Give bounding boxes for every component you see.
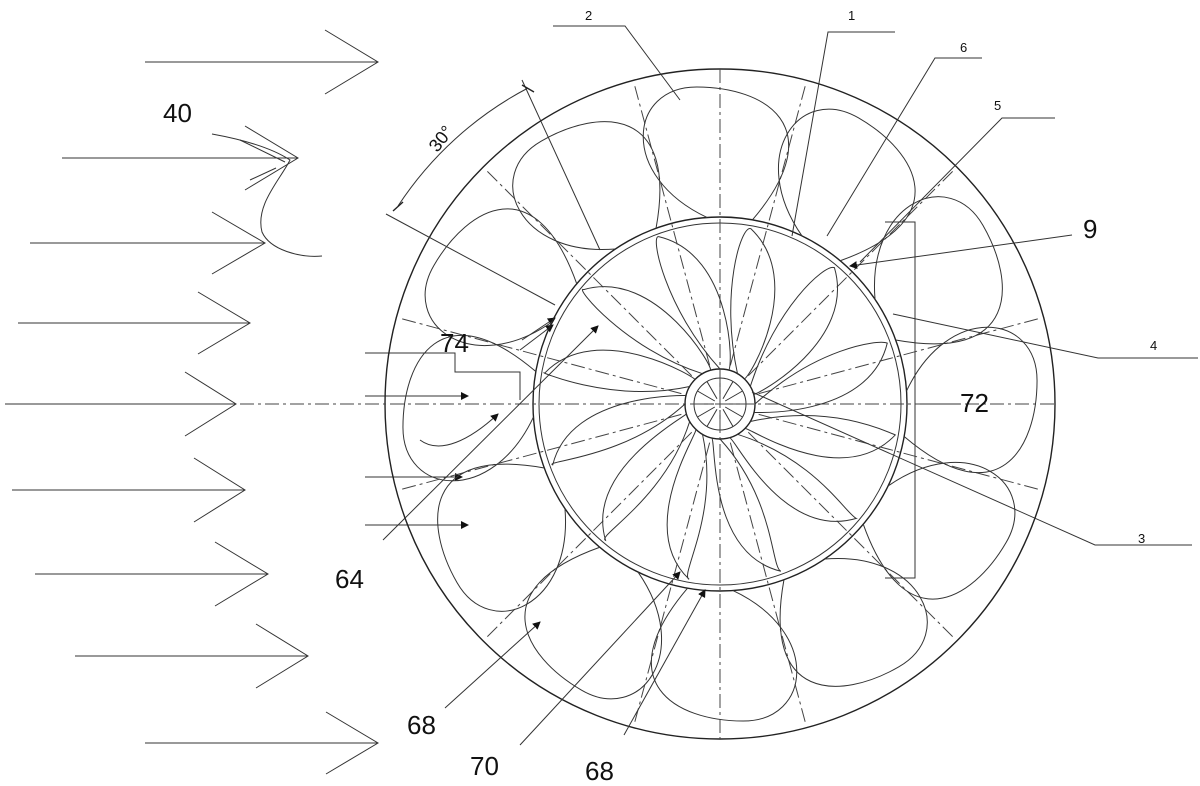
inner-blade	[655, 236, 731, 371]
flow-arrow	[5, 371, 237, 437]
label-9: 9	[1083, 214, 1097, 244]
flow-curve-tick	[249, 167, 277, 181]
label-3: 3	[1138, 531, 1145, 546]
label-2: 2	[585, 8, 592, 23]
radial-line	[758, 318, 1039, 395]
outer-blade	[874, 196, 1003, 345]
leader-lines	[382, 25, 1198, 746]
inner-blade	[753, 341, 888, 414]
label-70: 70	[470, 751, 499, 781]
label-40: 40	[163, 98, 192, 128]
hub-spoke	[724, 390, 743, 402]
inner-blade	[730, 228, 776, 380]
inner-blade	[729, 433, 858, 522]
outer-blade	[642, 86, 789, 221]
flow-curve-40	[211, 133, 323, 257]
hub-spoke	[722, 408, 734, 427]
flow-arrow	[62, 125, 299, 191]
inner-blades	[543, 228, 897, 580]
outer-blade	[651, 587, 798, 722]
radial-line	[634, 85, 711, 366]
angle-label: 30°	[425, 122, 458, 156]
flow-arrow	[75, 623, 309, 689]
inner-blade	[749, 267, 838, 395]
inner-blade	[551, 394, 687, 466]
flow-curve-tick	[239, 139, 286, 163]
flow-arrow	[30, 211, 266, 275]
outer-blade	[778, 108, 916, 262]
outer-blade	[524, 546, 662, 700]
flow-arrow	[35, 541, 269, 607]
radial-line	[634, 442, 711, 723]
hub-spoke	[724, 406, 743, 418]
flow-arrow	[145, 29, 379, 95]
reference-labels: 1 2 3 4 5 6 9 40 64 68 68 70 72 74	[163, 8, 1157, 786]
inner-blade	[602, 413, 691, 542]
label-68-left: 68	[407, 710, 436, 740]
flow-arrow	[145, 711, 379, 775]
outer-blade	[424, 208, 578, 346]
radial-line	[401, 413, 682, 490]
label-64: 64	[335, 564, 364, 594]
radial-line	[729, 442, 806, 723]
radial-line	[729, 85, 806, 366]
radial-line	[486, 170, 693, 377]
hub-spoke	[706, 408, 718, 427]
outer-blade	[512, 121, 661, 250]
label-6: 6	[960, 40, 967, 55]
outer-blade	[402, 335, 537, 482]
outer-blades	[402, 86, 1038, 722]
outer-blade	[779, 558, 928, 687]
outer-blade	[437, 463, 566, 612]
label-68-bottom: 68	[585, 756, 614, 786]
radial-line	[758, 413, 1039, 490]
hub-spoke	[706, 381, 718, 400]
bracket-72	[885, 221, 916, 579]
inner-blade	[581, 286, 712, 375]
radial-line	[486, 431, 693, 638]
angle-dimension: 30°	[385, 79, 601, 306]
label-4: 4	[1150, 338, 1157, 353]
hub-spoke	[697, 406, 716, 418]
flow-arrow	[12, 457, 246, 523]
radial-dash-lines	[401, 85, 1039, 723]
label-72: 72	[960, 388, 989, 418]
outer-blade	[862, 462, 1016, 600]
inner-blade	[745, 415, 897, 459]
inner-blade	[543, 349, 696, 392]
radial-line	[747, 431, 954, 638]
label-1: 1	[848, 8, 855, 23]
label-74: 74	[440, 328, 469, 358]
radial-line	[401, 318, 682, 395]
flow-arrows	[5, 29, 379, 775]
flow-arrow	[18, 291, 251, 355]
hub-spoke	[722, 381, 734, 400]
outer-blade	[903, 326, 1038, 473]
radial-line	[747, 170, 954, 377]
hub-spoke	[697, 390, 716, 402]
inner-blade	[711, 437, 782, 572]
label-5: 5	[994, 98, 1001, 113]
inner-blade	[666, 428, 708, 580]
